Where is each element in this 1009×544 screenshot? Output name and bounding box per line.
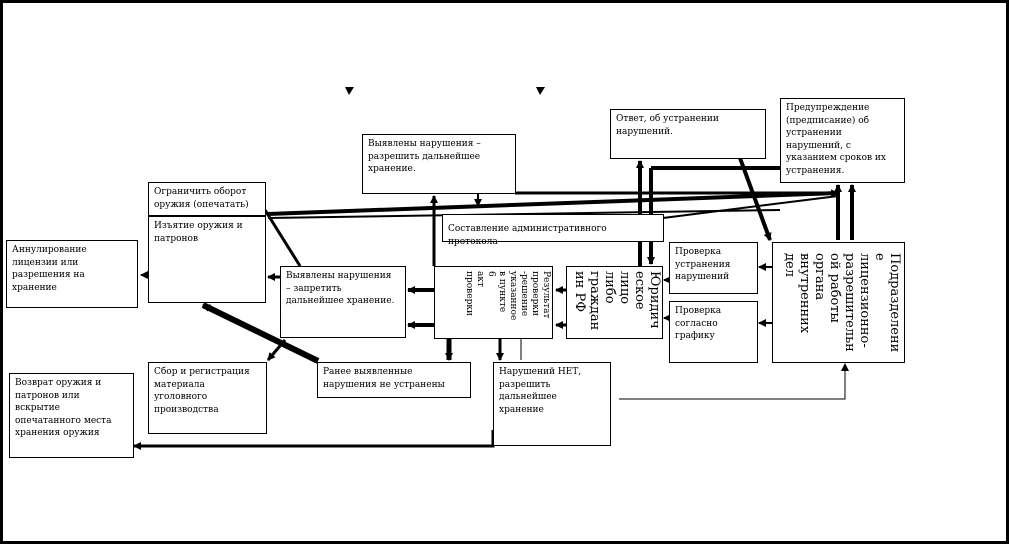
annul-text: Аннулирование лицензии или разрешения на… [12,245,87,293]
licensing-unit-text: Подразделени e лицензионно- разрешительн… [782,253,902,353]
box-answer: Ответ, об устранении нарушений. [610,109,766,159]
box-violations-allow: Выявлены нарушения – разрешить дальнейше… [362,134,516,194]
restrict-text: Ограничить оборот оружия (опечатать) [154,187,249,210]
box-licensing-unit: Подразделени e лицензионно- разрешительн… [772,242,905,363]
box-no-violations: Нарушений НЕТ, разрешить дальнейшее хран… [493,362,611,446]
check-schedule-text: Проверка согласно графику [675,306,722,341]
warning-text: Предупреждение (предписание) об устранен… [786,103,887,176]
collect-text: Сбор и регистрация материала уголовного … [154,367,250,415]
results-text: Результат проверки -решение указанное в … [464,271,551,321]
box-collect: Сбор и регистрация материала уголовного … [148,362,267,434]
box-check-fix: Проверка устранения нарушений [669,242,758,294]
stray-arrowhead-right [536,87,545,95]
box-not-fixed: Ранее выявленные нарушения не устранены [317,362,471,398]
line-protocol-to-warning [662,195,839,219]
not-fixed-text: Ранее выявленные нарушения не устранены [323,367,445,390]
box-return: Возврат оружия и патронов или вскрытие о… [9,373,134,458]
box-warning: Предупреждение (предписание) об устранен… [780,98,905,183]
box-admin-protocol: Составление административного протокола [442,214,664,247]
box-legal-person: Юридич еское лицо либо граждан ин РФ [566,266,663,339]
line-noviol-to-unit [619,363,849,400]
violations-allow-text: Выявлены нарушения – разрешить дальнейше… [368,139,481,174]
box-restrict: Ограничить оборот оружия (опечатать) [148,182,266,216]
box-violations-forbid: Выявлены нарушения – запретить дальнейше… [280,266,406,338]
violations-forbid-text: Выявлены нарушения – запретить дальнейше… [286,271,395,306]
admin-protocol-text: Составление административного протокола [448,224,607,247]
no-violations-text: Нарушений НЕТ, разрешить дальнейшее хран… [499,367,582,415]
return-text: Возврат оружия и патронов или вскрытие о… [15,378,112,438]
stray-arrowhead-left [345,87,354,95]
legal-person-text: Юридич еское лицо либо граждан ин РФ [572,271,662,331]
box-annul: Аннулирование лицензии или разрешения на… [6,240,138,308]
line-restrict-to-forbid [263,209,302,267]
box-check-schedule: Проверка согласно графику [669,301,758,363]
arrow-answer-to-unit [738,157,772,241]
arrow-notfixed-to-seize [201,302,320,364]
seize-text: Изъятие оружия и патронов [154,221,243,244]
line-restrict-to-warning [267,189,839,216]
box-seize: Изъятие оружия и патронов [148,216,266,303]
box-results: Результат проверки -решение указанное в … [434,266,553,339]
check-fix-text: Проверка устранения нарушений [675,247,731,282]
answer-text: Ответ, об устранении нарушений. [616,114,719,137]
